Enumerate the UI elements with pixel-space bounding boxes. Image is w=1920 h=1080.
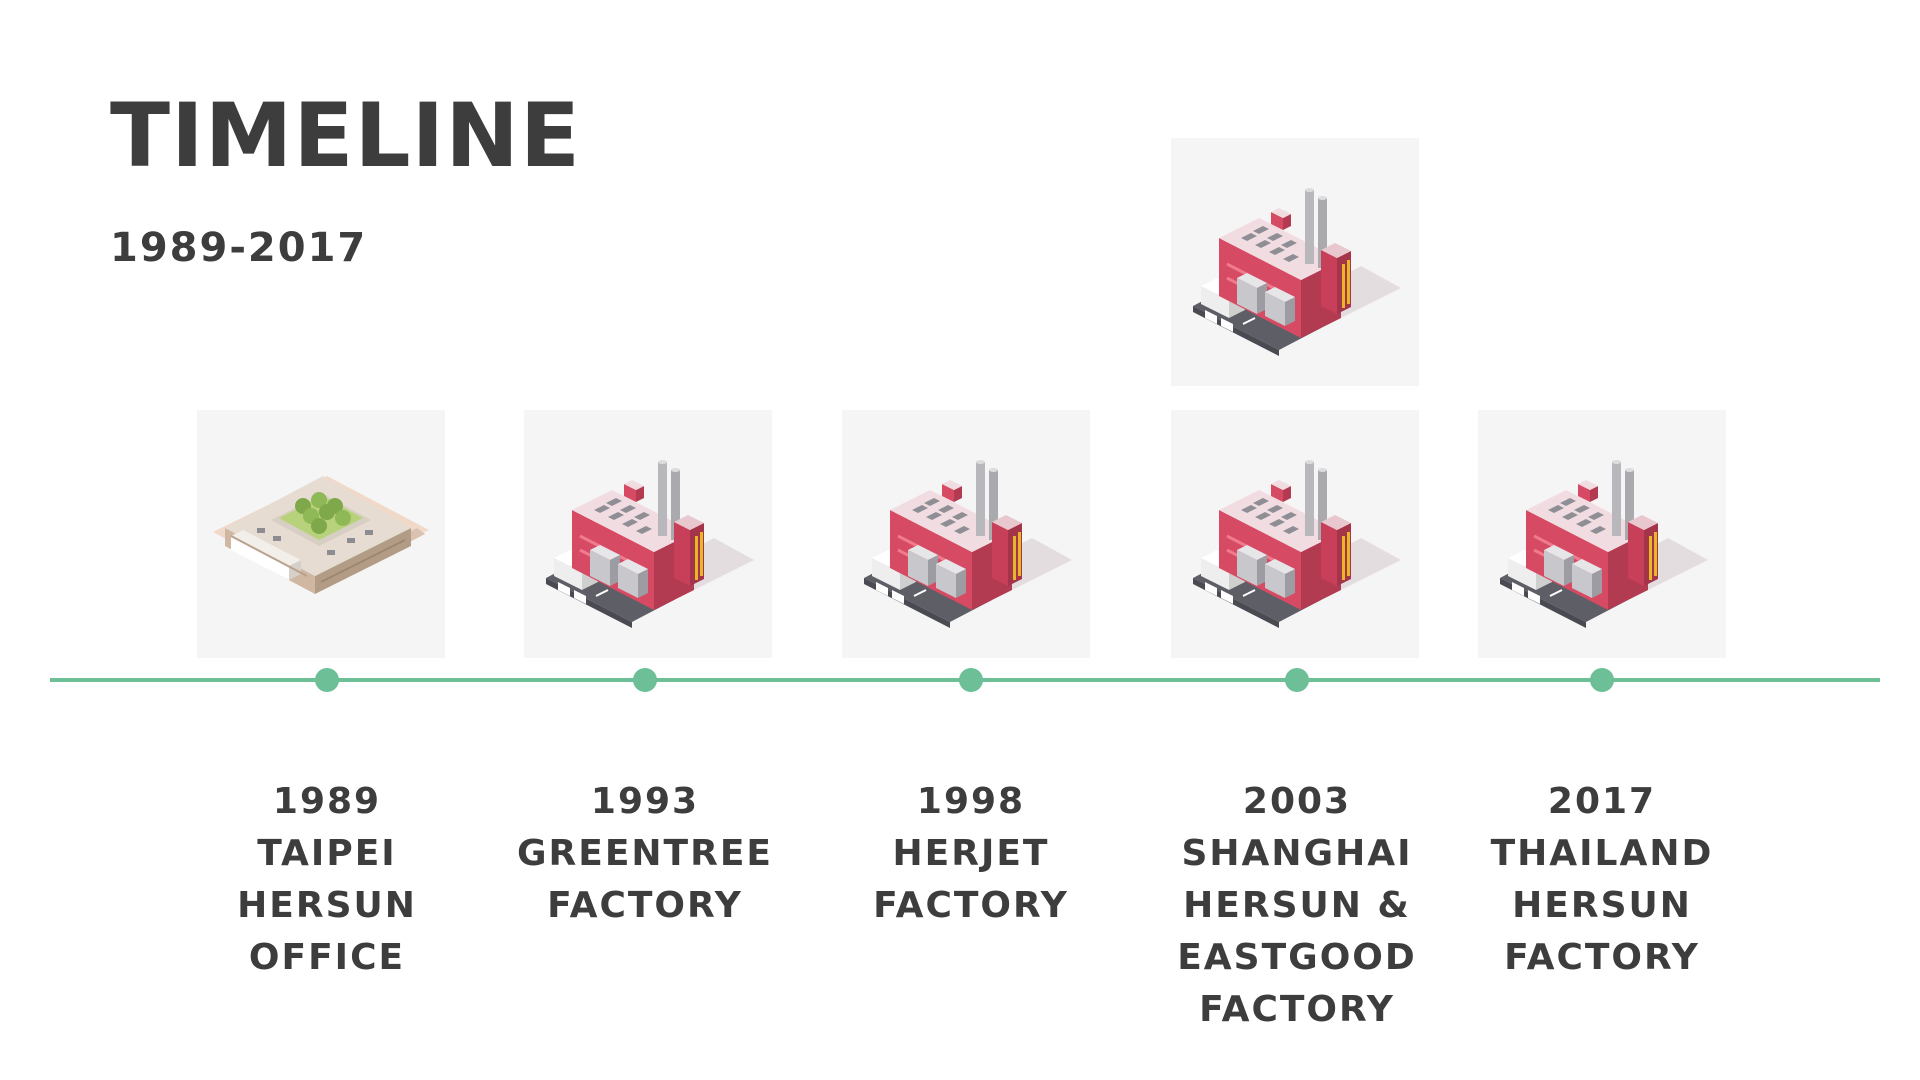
event-name-line: THAILAND xyxy=(1490,833,1714,874)
event-1989-card xyxy=(197,410,445,658)
event-name-line: FACTORY xyxy=(547,885,743,926)
timeline-marker-2017 xyxy=(1590,668,1614,692)
event-label-1998: 1998 HERJET FACTORY xyxy=(821,776,1121,932)
event-name-line: SHANGHAI xyxy=(1181,833,1413,874)
factory-icon xyxy=(842,410,1090,658)
event-year: 2003 xyxy=(1242,781,1352,822)
event-name-line: FACTORY xyxy=(1504,937,1700,978)
event-2003-card xyxy=(1171,410,1419,658)
event-name-line: OFFICE xyxy=(248,937,406,978)
timeline-marker-1998 xyxy=(959,668,983,692)
event-label-2017: 2017 THAILAND HERSUN FACTORY xyxy=(1452,776,1752,984)
office-building-icon xyxy=(197,410,445,658)
event-name-line: HERSUN xyxy=(237,885,417,926)
event-name-line: GREENTREE xyxy=(516,833,774,874)
event-1998-card xyxy=(842,410,1090,658)
event-name-line: HERJET xyxy=(892,833,1050,874)
event-2003-card-top xyxy=(1171,138,1419,386)
event-name-line: TAIPEI xyxy=(257,833,397,874)
event-year: 1989 xyxy=(272,781,382,822)
timeline-marker-1993 xyxy=(633,668,657,692)
event-name-line: EASTGOOD xyxy=(1177,937,1417,978)
event-label-1993: 1993 GREENTREE FACTORY xyxy=(495,776,795,932)
event-1993-card xyxy=(524,410,772,658)
event-name-line: HERSUN & xyxy=(1183,885,1411,926)
event-2017-card xyxy=(1478,410,1726,658)
event-name-line: HERSUN xyxy=(1512,885,1692,926)
event-name-line: FACTORY xyxy=(873,885,1069,926)
page-title: TIMELINE xyxy=(110,84,582,187)
factory-icon xyxy=(1171,138,1419,386)
timeline-marker-2003 xyxy=(1285,668,1309,692)
event-year: 1998 xyxy=(916,781,1026,822)
factory-icon xyxy=(524,410,772,658)
event-label-2003: 2003 SHANGHAI HERSUN & EASTGOOD FACTORY xyxy=(1147,776,1447,1036)
factory-icon xyxy=(1478,410,1726,658)
event-label-1989: 1989 TAIPEI HERSUN OFFICE xyxy=(177,776,477,984)
factory-icon xyxy=(1171,410,1419,658)
event-year: 2017 xyxy=(1547,781,1657,822)
timeline-marker-1989 xyxy=(315,668,339,692)
event-year: 1993 xyxy=(590,781,700,822)
event-name-line: FACTORY xyxy=(1199,989,1395,1030)
page-subtitle: 1989-2017 xyxy=(110,225,368,271)
